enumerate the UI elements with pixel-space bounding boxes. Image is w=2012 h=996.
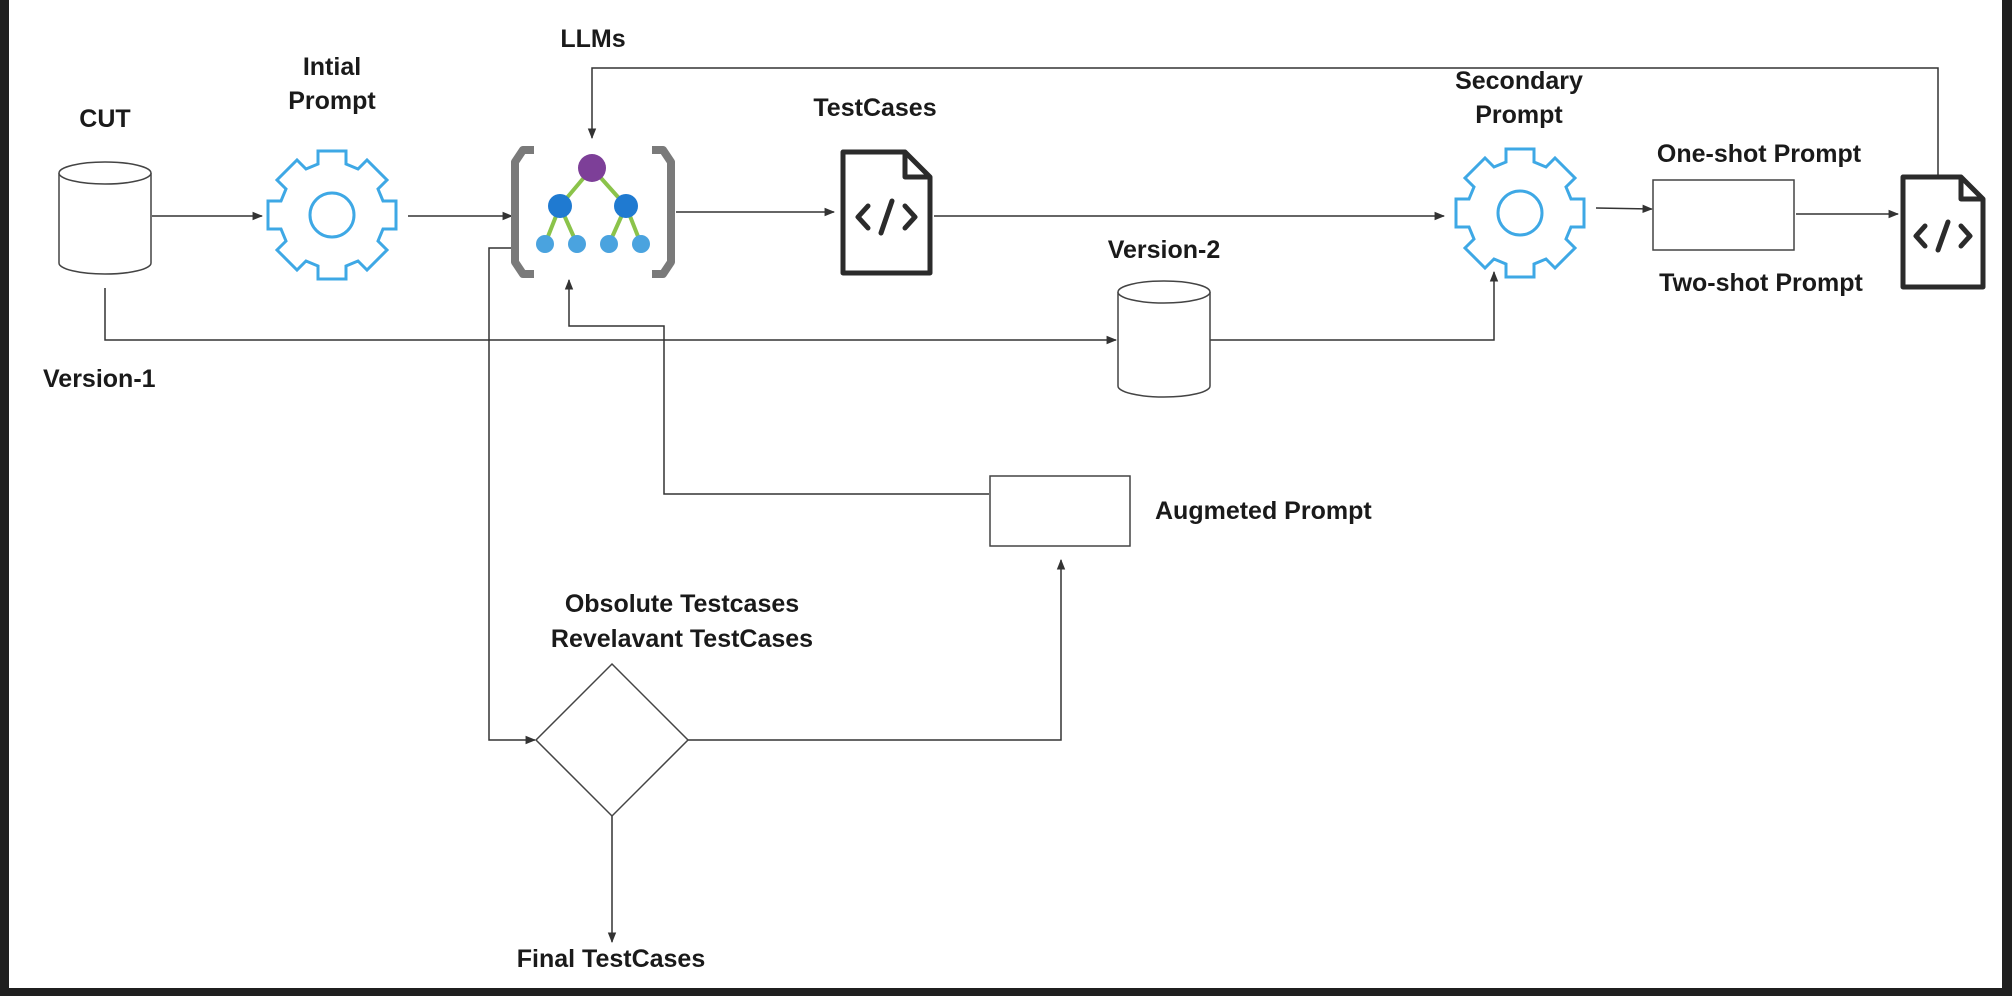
initial-prompt-label-line1: Intial — [302, 53, 362, 81]
secondary-prompt-label-line2: Prompt — [1475, 101, 1563, 129]
cut-database-icon — [58, 161, 152, 275]
cut-label: CUT — [79, 105, 131, 133]
one-shot-prompt-label: One-shot Prompt — [1656, 140, 1862, 168]
output-code-file-icon — [1900, 174, 1986, 290]
testcases-label: TestCases — [813, 94, 937, 122]
edge-secondary-to-shot-prompt — [1595, 204, 1654, 214]
edge-version2-to-secondary-prompt — [1203, 270, 1499, 341]
shot-prompt-box — [1652, 179, 1795, 251]
version2-label: Version-2 — [1107, 236, 1221, 264]
edge-augmented-prompt-to-llms — [564, 278, 989, 495]
edge-decision-to-augmented-prompt — [688, 558, 1066, 741]
decision-label-line2: Revelavant TestCases — [550, 625, 814, 653]
version1-label: Version-1 — [43, 365, 156, 393]
window-left-edge — [0, 0, 9, 996]
llms-neural-network-icon — [511, 146, 675, 278]
two-shot-prompt-label: Two-shot Prompt — [1659, 269, 1863, 297]
secondary-prompt-gear-icon — [1454, 147, 1586, 279]
testcase-filter-decision — [534, 662, 690, 818]
llms-label: LLMs — [560, 25, 626, 53]
connectors — [104, 67, 1939, 944]
augmented-prompt-label: Augmeted Prompt — [1155, 497, 1372, 525]
initial-prompt-label-line2: Prompt — [288, 87, 376, 115]
version2-database-icon — [1117, 280, 1211, 398]
window-right-edge — [2002, 0, 2012, 996]
final-testcases-label: Final TestCases — [516, 945, 706, 973]
augmented-prompt-box — [989, 475, 1131, 547]
secondary-prompt-label-line1: Secondary — [1455, 67, 1583, 95]
testcases-code-file-icon — [840, 149, 933, 276]
window-bottom-edge — [0, 988, 2012, 996]
edge-output-feedback-to-llms — [587, 67, 1939, 176]
edge-cut-to-version2 — [104, 288, 1118, 345]
decision-label-line1: Obsolute Testcases — [564, 590, 800, 618]
initial-prompt-gear-icon — [266, 149, 398, 281]
edge-llms-to-decision — [488, 247, 537, 745]
